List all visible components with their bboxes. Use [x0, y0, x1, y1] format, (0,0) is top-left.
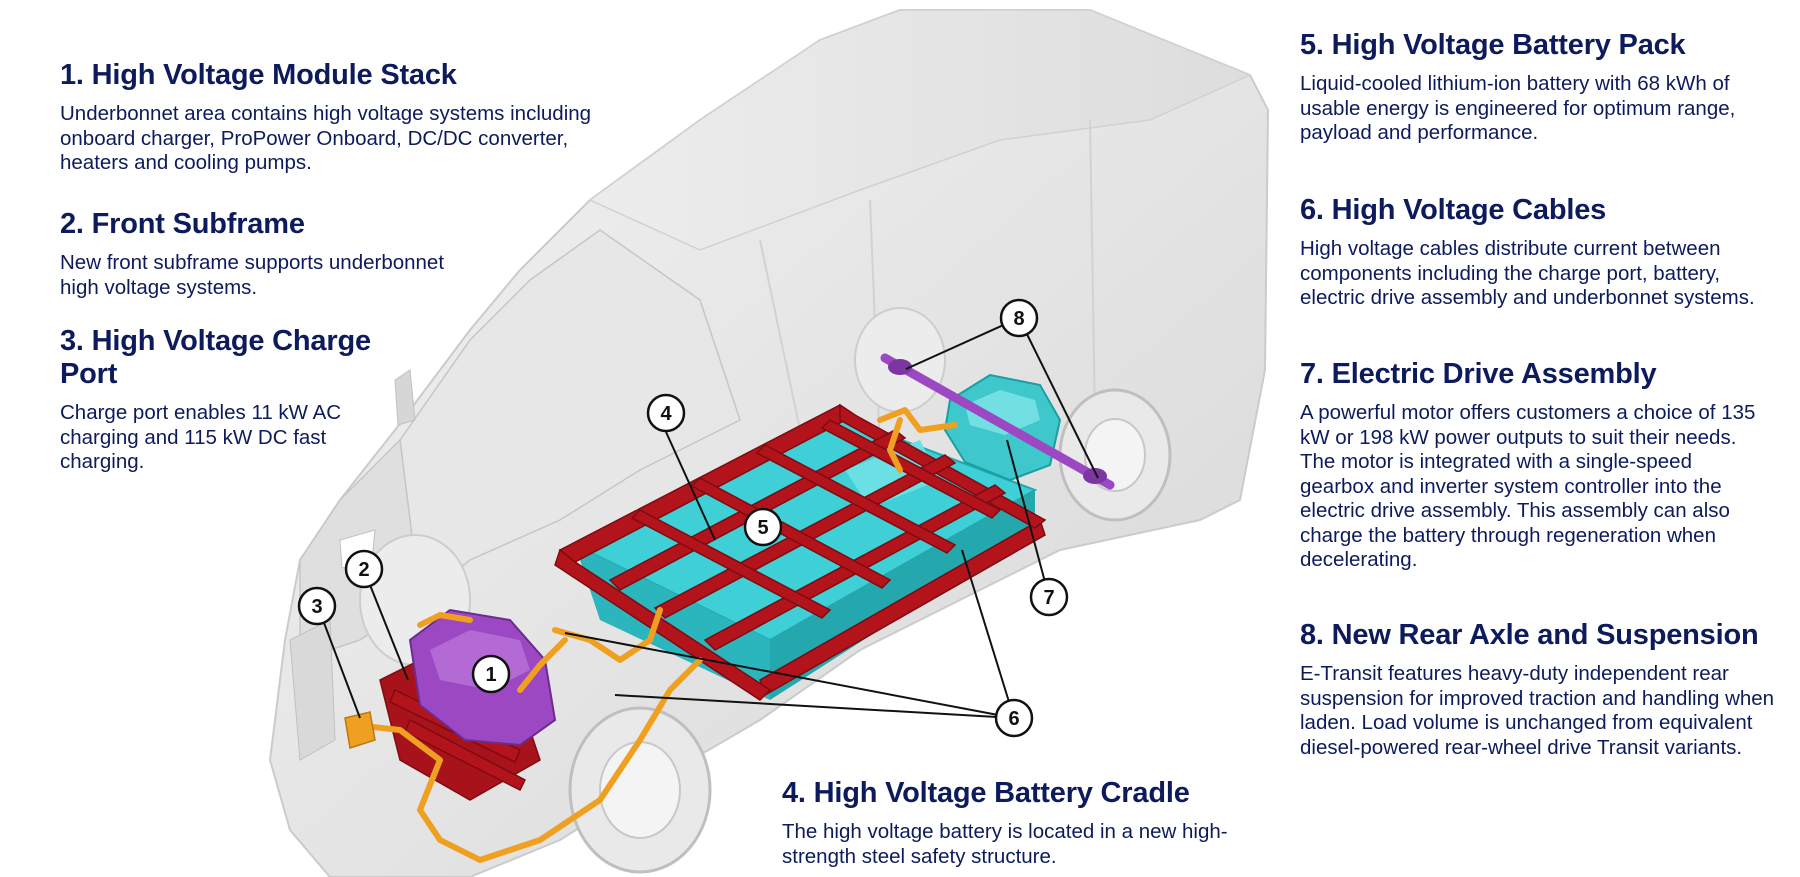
section-body: The high voltage battery is located in a… — [782, 820, 1228, 868]
svg-text:7: 7 — [1043, 587, 1054, 609]
svg-text:1: 1 — [485, 664, 496, 686]
svg-text:4: 4 — [660, 403, 672, 425]
svg-text:6: 6 — [1008, 708, 1019, 730]
svg-text:5: 5 — [757, 517, 768, 539]
section-battery-cradle: 4. High Voltage Battery Cradle The high … — [782, 777, 1262, 869]
callout-4: 4 — [646, 393, 686, 433]
section-charge-port: 3. High Voltage Charge Port Charge port … — [60, 325, 390, 475]
section-hv-cables: 6. High Voltage Cables High voltage cabl… — [1300, 194, 1770, 311]
callout-8: 8 — [999, 298, 1039, 338]
section-title: 7. Electric Drive Assembly — [1300, 358, 1657, 390]
section-title: 3. High Voltage Charge Port — [60, 325, 371, 390]
section-body: E-Transit features heavy-duty independen… — [1300, 662, 1775, 759]
section-body: Liquid-cooled lithium-ion battery with 6… — [1300, 72, 1736, 144]
callout-1: 1 — [471, 654, 511, 694]
hv-cables — [352, 407, 958, 863]
section-title: 8. New Rear Axle and Suspension — [1300, 619, 1759, 651]
svg-text:2: 2 — [358, 559, 369, 581]
svg-text:3: 3 — [311, 596, 322, 618]
section-battery-pack: 5. High Voltage Battery Pack Liquid-cool… — [1300, 29, 1750, 146]
callout-2: 2 — [344, 549, 384, 589]
section-title: 5. High Voltage Battery Pack — [1300, 29, 1686, 61]
section-rear-axle: 8. New Rear Axle and Suspension E-Transi… — [1300, 619, 1780, 760]
section-electric-drive: 7. Electric Drive Assembly A powerful mo… — [1300, 358, 1770, 573]
callout-5: 5 — [743, 507, 783, 547]
section-title: 1. High Voltage Module Stack — [60, 59, 457, 91]
callout-7: 7 — [1029, 577, 1069, 617]
section-title: 4. High Voltage Battery Cradle — [782, 777, 1190, 809]
section-body: New front subframe supports underbonnet … — [60, 251, 445, 299]
svg-text:8: 8 — [1013, 308, 1024, 330]
section-front-subframe: 2. Front Subframe New front subframe sup… — [60, 208, 480, 300]
callout-6: 6 — [994, 698, 1034, 738]
section-title: 6. High Voltage Cables — [1300, 194, 1607, 226]
leader-lines — [317, 317, 1099, 719]
section-body: Charge port enables 11 kW AC charging an… — [60, 401, 342, 473]
section-title: 2. Front Subframe — [60, 208, 305, 240]
callout-3: 3 — [297, 586, 337, 626]
section-body: Underbonnet area contains high voltage s… — [60, 102, 592, 174]
section-body: A powerful motor offers customers a choi… — [1300, 401, 1756, 571]
charge-port — [344, 711, 376, 749]
section-module-stack: 1. High Voltage Module Stack Underbonnet… — [60, 59, 620, 176]
rear-axle — [880, 353, 1115, 490]
section-body: High voltage cables distribute current b… — [1300, 237, 1755, 309]
